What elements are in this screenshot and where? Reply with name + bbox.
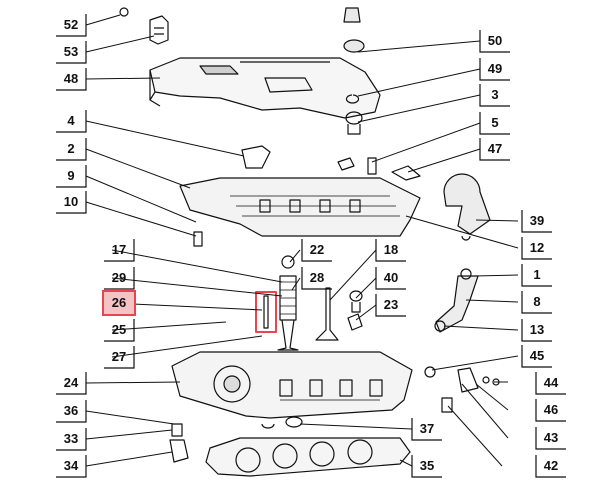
- callout-1: 1: [533, 267, 541, 282]
- engine-cover: [149, 57, 381, 119]
- callout-4: 4: [67, 113, 75, 128]
- callout-53: 53: [63, 44, 79, 59]
- callout-25: 25: [111, 322, 127, 337]
- callout-33: 33: [63, 431, 79, 446]
- callout-36: 36: [63, 403, 79, 418]
- callout-26-highlighted[interactable]: 26: [102, 290, 136, 316]
- callout-52: 52: [63, 17, 79, 32]
- callout-9: 9: [67, 168, 75, 183]
- coolant-pipe: [435, 275, 479, 333]
- callout-13: 13: [529, 322, 545, 337]
- callout-42: 42: [543, 458, 559, 473]
- callout-50: 50: [487, 33, 503, 48]
- callout-24: 24: [63, 375, 79, 390]
- callout-45: 45: [529, 348, 545, 363]
- callout-49: 49: [487, 61, 503, 76]
- callout-23: 23: [383, 297, 399, 312]
- callout-40: 40: [383, 270, 399, 285]
- breather-hose: [443, 173, 491, 235]
- callout-8: 8: [533, 294, 541, 309]
- callout-3: 3: [491, 87, 499, 102]
- callout-12: 12: [529, 240, 545, 255]
- callout-34: 34: [63, 458, 79, 473]
- callout-28: 28: [309, 270, 325, 285]
- callout-48: 48: [63, 71, 79, 86]
- callout-47: 47: [487, 141, 503, 156]
- callout-44: 44: [543, 375, 559, 390]
- callout-17: 17: [111, 242, 127, 257]
- callout-39: 39: [529, 213, 545, 228]
- callout-10: 10: [63, 194, 79, 209]
- leader-lines: [85, 14, 519, 467]
- lifting-bracket: [241, 145, 271, 169]
- callout-46: 46: [543, 402, 559, 417]
- callout-18: 18: [383, 242, 399, 257]
- callout-2: 2: [67, 141, 75, 156]
- callout-22: 22: [309, 242, 325, 257]
- head-gasket: [205, 437, 411, 477]
- callout-37: 37: [419, 421, 435, 436]
- callout-29: 29: [111, 270, 127, 285]
- callout-43: 43: [543, 430, 559, 445]
- callout-35: 35: [419, 458, 435, 473]
- cover-bracket: [149, 15, 169, 45]
- callout-5: 5: [491, 115, 499, 130]
- callout-27: 27: [111, 349, 127, 364]
- valve-spring: [279, 275, 297, 321]
- oil-cap: [343, 7, 365, 53]
